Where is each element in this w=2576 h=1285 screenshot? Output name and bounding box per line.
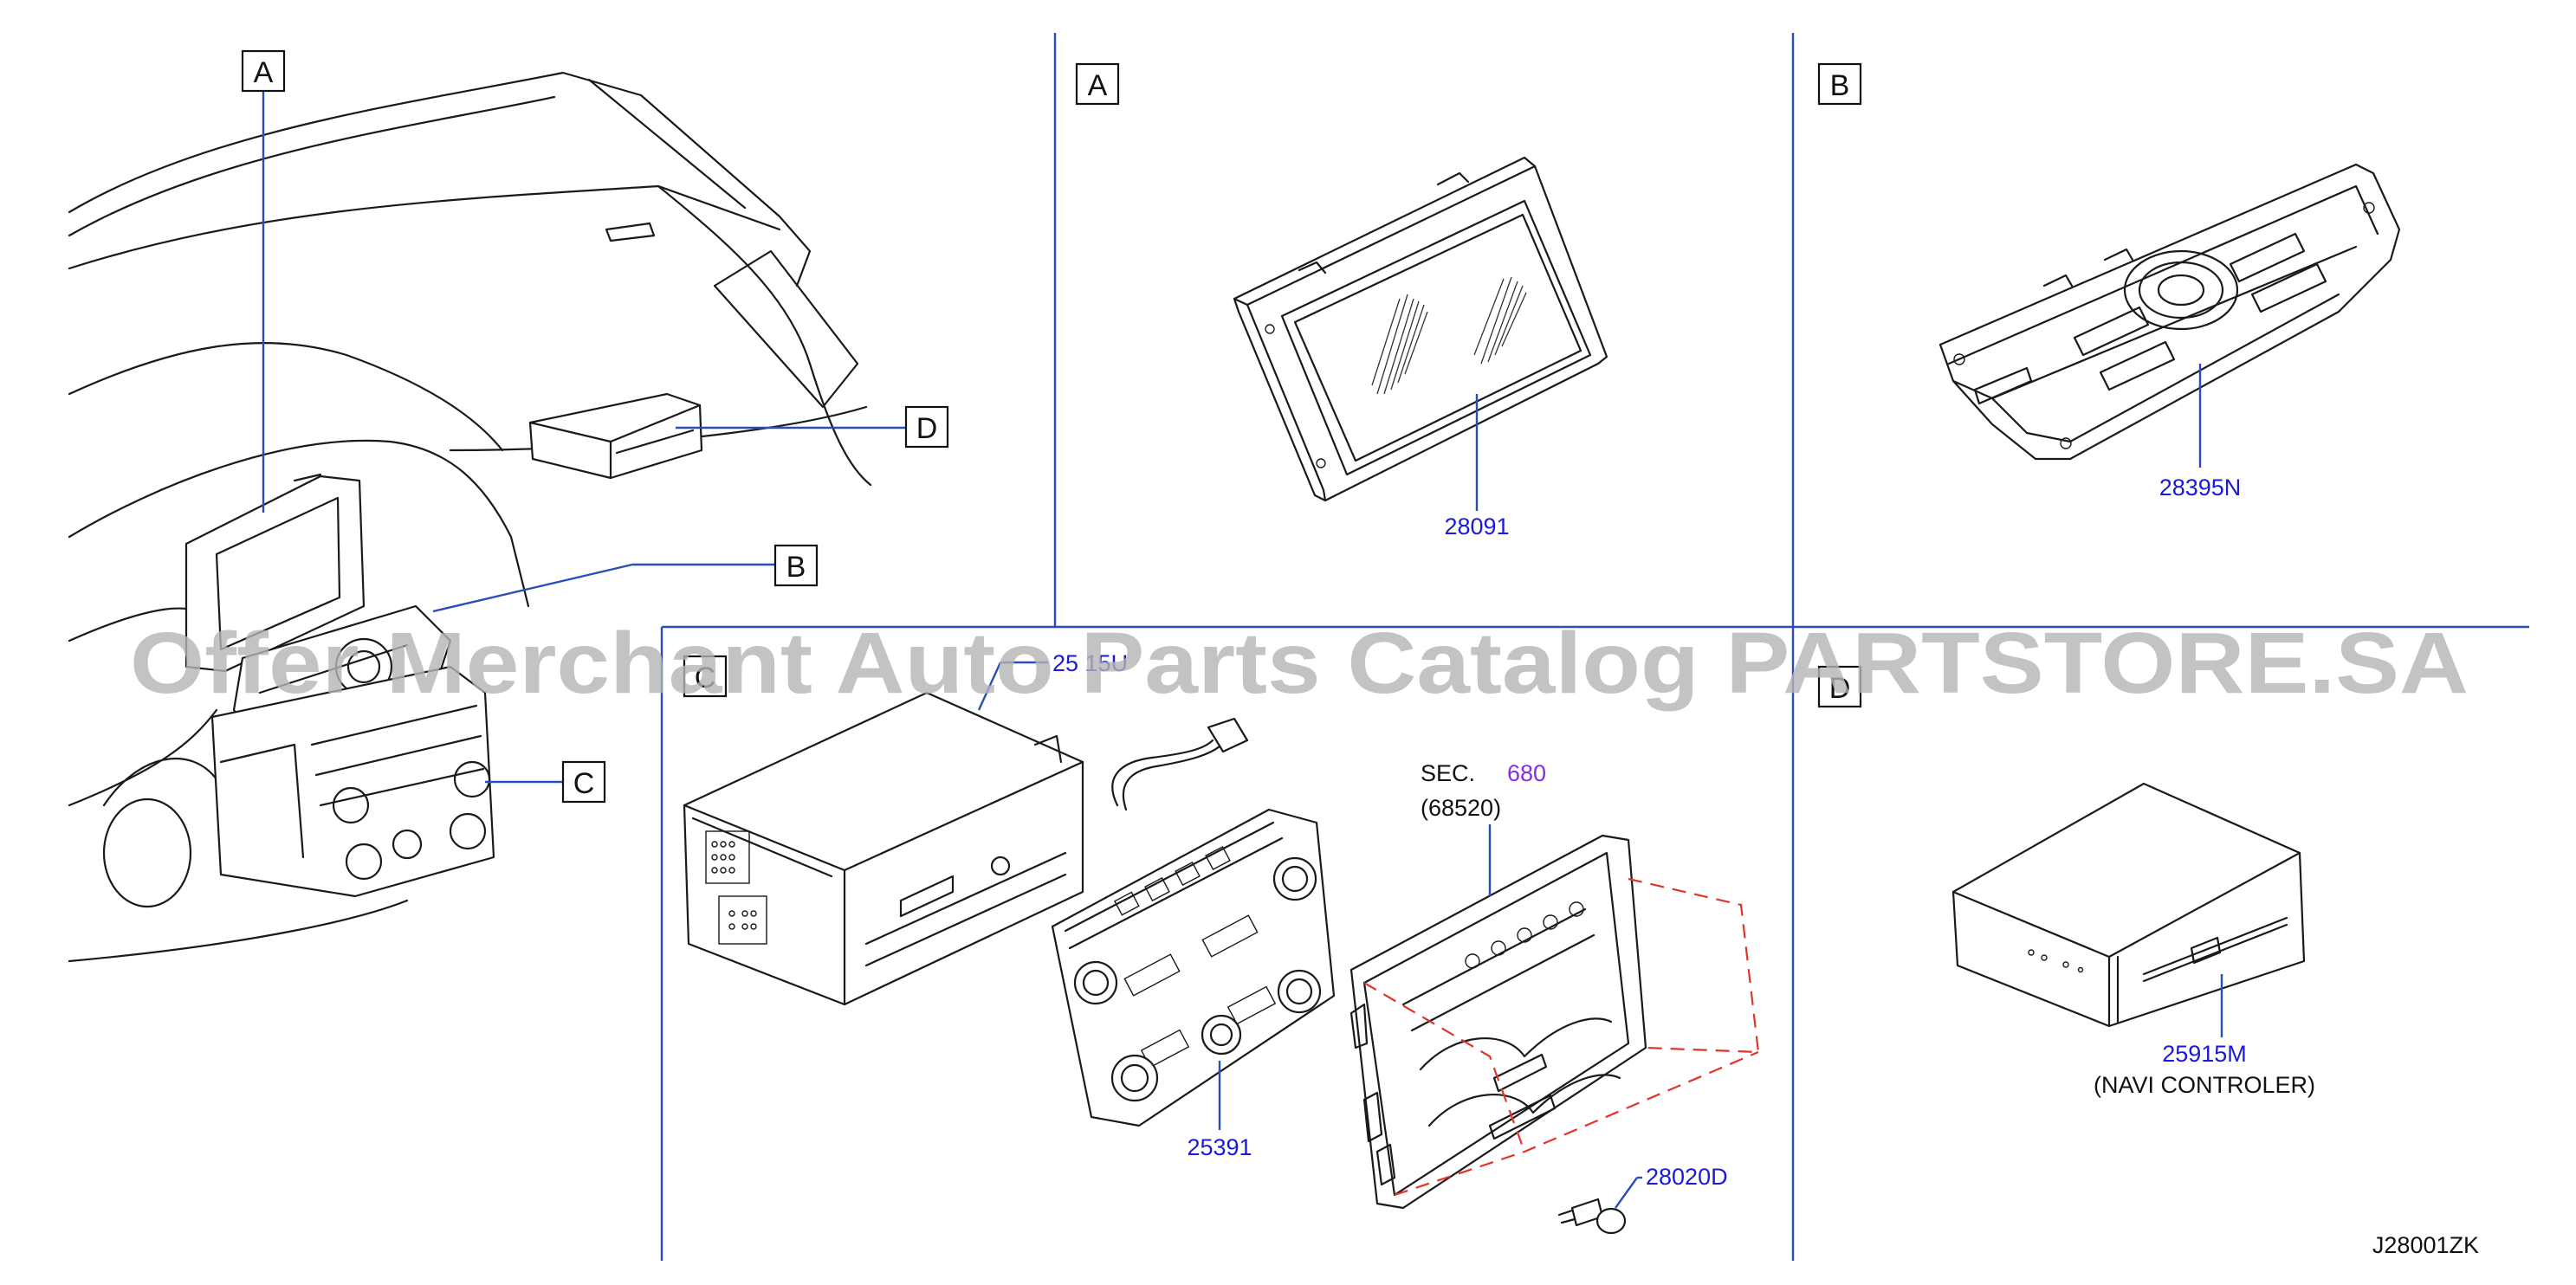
watermark-text: Offer Merchant Auto Parts Catalog PARTST… xyxy=(130,615,2469,712)
part-number-controller: 28395N xyxy=(2159,475,2242,500)
audio-unit-drawing xyxy=(683,691,1084,1006)
section-dividers xyxy=(660,33,2529,1261)
panel-b: B 28395N xyxy=(1817,62,2401,500)
navi-unit-drawing xyxy=(1951,782,2306,1028)
panel-a-callout-box xyxy=(1075,62,1120,106)
overview-callout-b-box xyxy=(773,544,819,587)
panel-c-callout: C xyxy=(695,662,716,694)
audio-unit-vents xyxy=(711,841,757,930)
controller-unit-drawing xyxy=(1938,163,2401,461)
panel-d-callout-box xyxy=(1817,665,1862,708)
screw-drawing xyxy=(1557,1198,1627,1235)
panel-d-callout: D xyxy=(1829,672,1851,705)
overview-audio-stack xyxy=(210,665,495,898)
wiring-harness xyxy=(1111,717,1249,811)
section-ref-label: SEC. xyxy=(1421,760,1475,786)
display-glare-left xyxy=(1371,294,1428,395)
overview-callout-a: A xyxy=(254,56,274,89)
panel-c-callout-box xyxy=(683,655,728,698)
part-number-display: 28091 xyxy=(1444,513,1509,539)
overview-navi-box xyxy=(528,392,703,480)
part-number-navi: 25915M xyxy=(2162,1041,2247,1067)
panel-d: D 25915M (NAVI CONTROLER) xyxy=(1817,665,2315,1098)
control-panel-knobs xyxy=(1073,856,1322,1102)
display-unit-drawing xyxy=(1233,156,1608,502)
panel-a-callout: A xyxy=(1088,69,1108,102)
dashboard-overview xyxy=(68,71,872,963)
overview-callouts: A D B C xyxy=(241,49,949,804)
bezel-holes xyxy=(1465,901,1584,969)
section-ref-sub: (68520) xyxy=(1421,795,1501,821)
overview-callout-d-box xyxy=(904,405,949,449)
overview-callout-a-box xyxy=(241,49,286,93)
part-number-control-panel: 25391 xyxy=(1187,1134,1252,1160)
diagram-code: J28001ZK xyxy=(2372,1232,2479,1258)
panel-b-callout-box xyxy=(1817,62,1862,106)
navi-description: (NAVI CONTROLER) xyxy=(2094,1072,2315,1098)
panel-b-callout: B xyxy=(1830,69,1850,102)
part-number-screw: 28020D xyxy=(1646,1164,1728,1190)
overview-display xyxy=(184,473,366,673)
control-panel-buttons xyxy=(1113,845,1277,1069)
control-panel-drawing xyxy=(1051,808,1336,1127)
bezel-dash-outline xyxy=(1363,877,1760,1197)
section-ref-number: 680 xyxy=(1507,760,1546,786)
panel-c: C 25 15U xyxy=(683,650,1760,1235)
display-glare-right xyxy=(1473,276,1527,365)
overview-callout-c-box xyxy=(561,760,606,804)
overview-callout-d: D xyxy=(916,412,938,445)
part-number-audio-unit: 25 15U xyxy=(1052,650,1128,676)
panel-a: A xyxy=(1075,62,1608,539)
overview-callout-c: C xyxy=(573,767,595,800)
bezel-finisher-drawing xyxy=(1349,834,1647,1210)
overview-callout-b: B xyxy=(786,551,806,584)
